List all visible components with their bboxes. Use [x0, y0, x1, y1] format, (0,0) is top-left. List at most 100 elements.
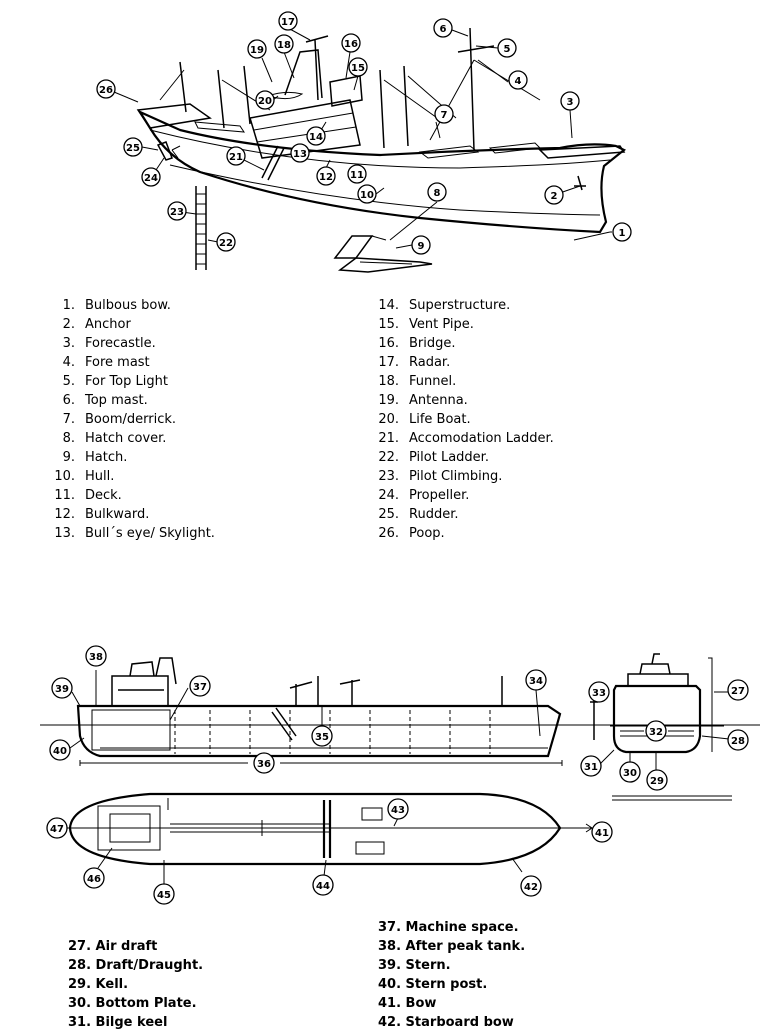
legend-item: 21.Accomodation Ladder. [378, 431, 554, 446]
callout-1: 1 [612, 222, 632, 242]
callout-15: 15 [348, 57, 368, 77]
length-dimension [79, 760, 563, 766]
svg-text:4: 4 [515, 76, 522, 87]
svg-text:12: 12 [319, 172, 333, 183]
svg-text:18: 18 [277, 40, 291, 51]
callout-9: 9 [411, 235, 431, 255]
svg-text:17: 17 [281, 17, 295, 28]
ship-perspective-diagram: 1 2 3 4 5 6 7 8 9 10 11 12 13 14 15 16 1… [0, 0, 768, 290]
svg-text:37: 37 [193, 682, 207, 693]
svg-text:38: 38 [89, 652, 103, 663]
callout-38: 38 [85, 645, 107, 667]
legend-item: 6.Top mast. [62, 393, 148, 408]
rudder [156, 141, 173, 161]
callout-45: 45 [153, 883, 175, 905]
svg-text:25: 25 [126, 143, 140, 154]
svg-text:24: 24 [144, 173, 158, 184]
legend-item: 22.Pilot Ladder. [378, 450, 489, 465]
svg-text:6: 6 [440, 24, 447, 35]
callout-44: 44 [312, 874, 334, 896]
svg-text:7: 7 [441, 110, 448, 121]
profile-engine-room [91, 709, 171, 751]
callout-39: 39 [51, 677, 73, 699]
callout-34: 34 [525, 669, 547, 691]
plan-bow-arrow [560, 823, 593, 833]
svg-text:31: 31 [584, 762, 598, 773]
radar-mast [305, 35, 329, 101]
legend-item: 2.Anchor [62, 317, 131, 332]
superstructure-decks [253, 112, 357, 143]
callout-36: 36 [253, 752, 275, 774]
callout-10: 10 [357, 184, 377, 204]
callout-40: 40 [49, 739, 71, 761]
plan-hatches [355, 807, 385, 855]
callout-47: 47 [46, 817, 68, 839]
accommodation-ladder [261, 145, 285, 181]
svg-text:2: 2 [551, 191, 558, 202]
legend-item: 4.Fore mast [62, 355, 150, 370]
legend-item: 1.Bulbous bow. [62, 298, 171, 313]
legend-item: 42. Starboard bow [378, 1015, 514, 1030]
svg-text:20: 20 [258, 96, 272, 107]
svg-text:14: 14 [309, 132, 323, 143]
svg-text:9: 9 [418, 241, 425, 252]
plan-hull-outline [68, 792, 562, 866]
svg-text:11: 11 [350, 170, 364, 181]
svg-text:47: 47 [50, 824, 64, 835]
callout-8: 8 [427, 182, 447, 202]
lifeboat [266, 91, 304, 100]
svg-text:42: 42 [524, 882, 538, 893]
legend-item: 15.Vent Pipe. [378, 317, 474, 332]
legend-top-left: 1.Bulbous bow. 2.Anchor 3.Forecastle. 4.… [40, 296, 215, 543]
callout-18: 18 [274, 34, 294, 54]
callout-28: 28 [727, 729, 749, 751]
legend-item: 7.Boom/derrick. [62, 412, 176, 427]
svg-text:21: 21 [229, 152, 243, 163]
hatch-cover-detail [333, 235, 433, 273]
profile-hull [76, 704, 562, 758]
svg-text:13: 13 [293, 149, 307, 160]
legend-item: 8.Hatch cover. [62, 431, 167, 446]
legend-item: 30. Bottom Plate. [68, 996, 197, 1011]
svg-text:16: 16 [344, 39, 358, 50]
svg-text:26: 26 [99, 85, 113, 96]
legend-item: 25.Rudder. [378, 507, 459, 522]
callout-43: 43 [387, 798, 409, 820]
callout-33: 33 [588, 681, 610, 703]
legend-item: 31. Bilge keel [68, 1015, 168, 1030]
forecastle-deck [538, 145, 626, 159]
callout-25: 25 [123, 137, 143, 157]
svg-text:10: 10 [360, 190, 374, 201]
svg-text:22: 22 [219, 238, 233, 249]
derricks [159, 59, 541, 141]
callout-27: 27 [727, 679, 749, 701]
callout-12: 12 [316, 166, 336, 186]
pilot-ladder [195, 186, 207, 270]
callout-24: 24 [141, 167, 161, 187]
callout-4: 4 [508, 70, 528, 90]
callout-7: 7 [434, 104, 454, 124]
callout-16: 16 [341, 33, 361, 53]
svg-text:43: 43 [391, 805, 405, 816]
svg-text:1: 1 [619, 228, 626, 239]
legend-item: 23.Pilot Climbing. [378, 469, 503, 484]
legend-item: 37. Machine space. [378, 920, 519, 935]
hull-waterline [169, 164, 601, 216]
svg-text:39: 39 [55, 684, 69, 695]
legend-item: 40. Stern post. [378, 977, 488, 992]
plan-bulkhead [322, 800, 332, 858]
legend-item: 17.Radar. [378, 355, 451, 370]
svg-text:5: 5 [504, 44, 511, 55]
svg-text:46: 46 [87, 874, 101, 885]
callout-13: 13 [290, 143, 310, 163]
svg-text:29: 29 [650, 776, 664, 787]
callout-leaders [113, 27, 612, 249]
callout-30: 30 [619, 761, 641, 783]
svg-text:44: 44 [316, 881, 330, 892]
legend-item: 12.Bulkward. [54, 507, 150, 522]
ship-perspective-svg: 1 2 3 4 5 6 7 8 9 10 11 12 13 14 15 16 1… [96, 11, 632, 273]
legend-item: 20.Life Boat. [378, 412, 471, 427]
legend-item: 19.Antenna. [378, 393, 468, 408]
callout-11: 11 [347, 164, 367, 184]
legend-item: 39. Stern. [378, 958, 451, 973]
